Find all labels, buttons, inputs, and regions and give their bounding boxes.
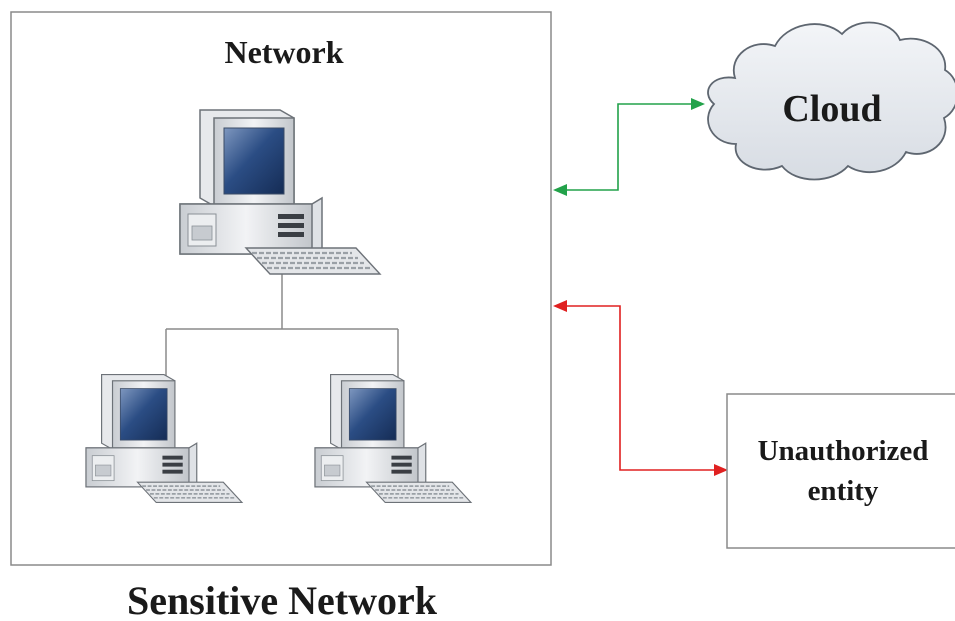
unauthorized-label-line1: Unauthorized	[758, 435, 929, 467]
arrow-head-left-green	[553, 184, 567, 196]
diagram-caption: Sensitive Network	[127, 578, 438, 621]
cloud-shape	[707, 21, 955, 181]
unauthorized-entity-box	[726, 393, 955, 549]
unauthorized-label-line2: entity	[808, 475, 879, 507]
allowed-link	[553, 98, 705, 196]
arrow-head-right-red	[714, 464, 728, 476]
arrow-head-right-green	[691, 98, 705, 110]
arrow-head-left-red	[553, 300, 567, 312]
network-title: Network	[224, 34, 343, 70]
cloud-label: Cloud	[782, 88, 881, 130]
blocked-link	[553, 300, 728, 476]
tree-connector	[165, 268, 399, 378]
